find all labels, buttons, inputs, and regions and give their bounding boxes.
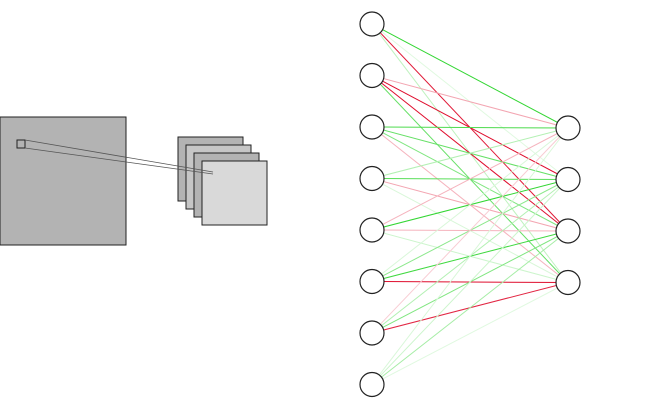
output-node [555, 166, 581, 193]
connection-line [371, 75, 569, 129]
projection-line [24, 139, 214, 173]
connection-line [371, 23, 569, 129]
input-image [0, 116, 127, 246]
input-node [359, 268, 385, 295]
input-node [359, 217, 385, 243]
kernel-window [16, 139, 26, 149]
output-node [555, 218, 581, 244]
feature-map [201, 160, 268, 226]
output-node [555, 269, 581, 296]
input-node [359, 320, 385, 346]
input-node [359, 11, 385, 37]
convolution-illustration [0, 116, 268, 246]
connection-line [371, 126, 569, 129]
projection-line [24, 147, 214, 175]
input-node [359, 371, 385, 398]
connection-line [371, 127, 569, 282]
input-node [359, 114, 385, 140]
network-connections [371, 23, 569, 385]
connection-line [371, 179, 569, 385]
feature-map-stack [177, 136, 268, 226]
input-node [359, 62, 385, 89]
network-nodes [359, 11, 581, 398]
input-node [359, 165, 385, 192]
connection-line [371, 127, 569, 179]
output-node [555, 115, 581, 141]
connection-line [371, 127, 569, 231]
receptive-field [16, 139, 214, 175]
connection-line [371, 127, 569, 385]
connection-line [371, 230, 569, 385]
connection-line [371, 282, 569, 385]
connection-line [371, 127, 569, 334]
